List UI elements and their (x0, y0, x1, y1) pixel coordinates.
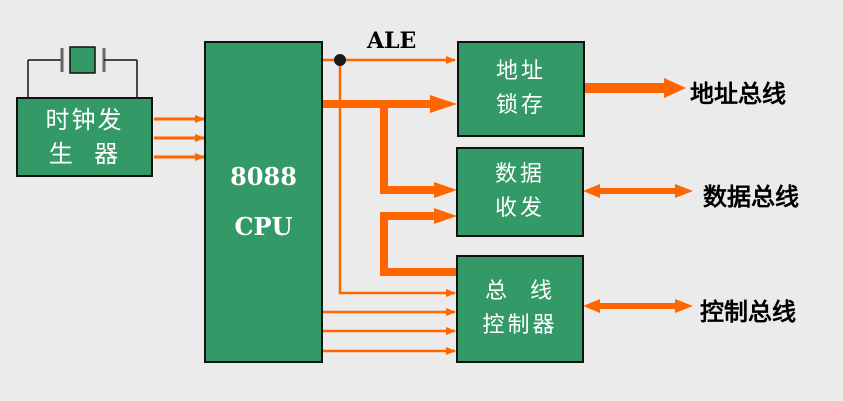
data-to-bus-ctrl (380, 212, 457, 276)
data-label-1: 数据 (494, 162, 545, 187)
ale-to-bus-ctrl (338, 60, 456, 297)
cpu-data-bus (380, 104, 435, 194)
addr-label-1: 地址 (495, 59, 546, 84)
data-transceiver-block: 数据 收发 (456, 147, 584, 237)
bus-ctrl-label-1: 总 线 (485, 279, 555, 304)
cpu-block: 8088 CPU (204, 41, 323, 363)
bus-ctrl-label-2: 控制器 (482, 313, 558, 338)
clock-label-1: 时钟发 (45, 106, 124, 134)
address-bus-arrow (584, 78, 686, 98)
addr-label-2: 锁存 (495, 93, 546, 118)
cpu-label-2: CPU (234, 212, 293, 241)
control-bus-label: 控制总线 (700, 298, 796, 326)
control-bus-arrow (583, 299, 693, 313)
ale-label: ALE (367, 28, 417, 54)
clock-generator-block: 时钟发 生 器 (16, 97, 153, 177)
address-latch-block: 地址 锁存 (457, 41, 585, 137)
junction-dot (334, 54, 346, 66)
data-bus-arrow (583, 184, 693, 198)
data-bus-label: 数据总线 (703, 183, 799, 211)
bus-controller-block: 总 线 控制器 (456, 255, 584, 363)
data-label-2: 收发 (494, 196, 545, 221)
address-bus-label: 地址总线 (690, 80, 786, 108)
cpu-label-1: 8088 (230, 162, 297, 191)
clock-label-2: 生 器 (48, 140, 121, 168)
crystal-icon (27, 46, 138, 97)
